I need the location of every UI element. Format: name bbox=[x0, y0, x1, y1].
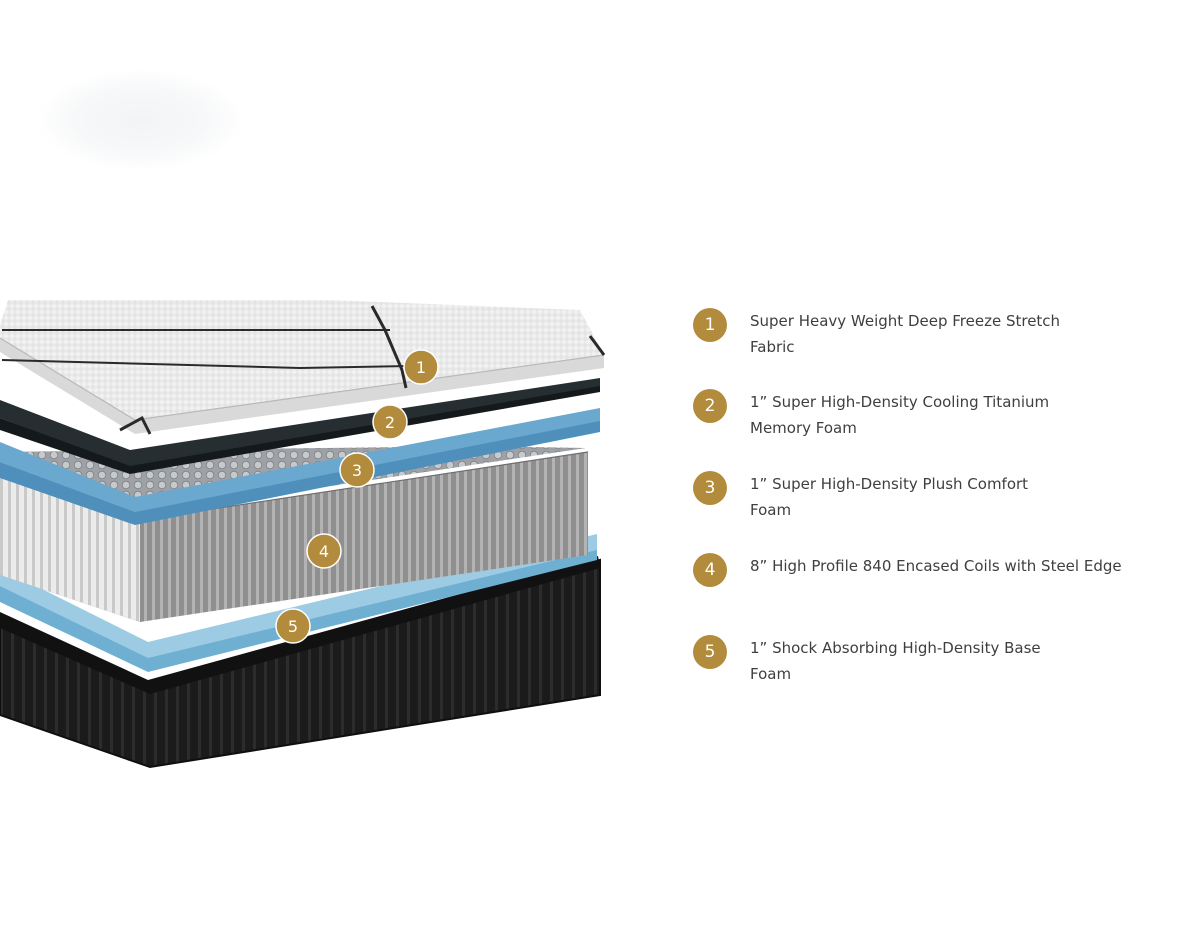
layer-1-cover-fabric bbox=[0, 300, 606, 435]
mattress-layers-illustration: 1 2 3 4 5 bbox=[0, 300, 606, 769]
base-case bbox=[0, 556, 601, 769]
pin-1: 1 bbox=[403, 349, 439, 385]
legend-label-1: Super Heavy Weight Deep Freeze Stretch F… bbox=[750, 312, 1061, 356]
legend-badge-5: 5 bbox=[693, 635, 727, 669]
legend-item-4: 4 8” High Profile 840 Encased Coils with… bbox=[693, 553, 1130, 587]
svg-text:5: 5 bbox=[288, 617, 298, 636]
legend-label-2: 1” Super High-Density Cooling Titanium M… bbox=[750, 393, 1050, 437]
legend-item-2: 2 1” Super High-Density Cooling Titanium… bbox=[693, 389, 1070, 441]
legend-item-1: 1 Super Heavy Weight Deep Freeze Stretch… bbox=[693, 308, 1070, 360]
pin-4: 4 bbox=[306, 533, 342, 569]
pin-5: 5 bbox=[275, 608, 311, 644]
legend-badge-2: 2 bbox=[693, 389, 727, 423]
legend-label-3: 1” Super High-Density Plush Comfort Foam bbox=[750, 475, 1029, 519]
layer-legend: 1 Super Heavy Weight Deep Freeze Stretch… bbox=[693, 0, 1173, 932]
legend-item-3: 3 1” Super High-Density Plush Comfort Fo… bbox=[693, 471, 1070, 523]
background-shadow bbox=[38, 70, 243, 170]
legend-badge-4: 4 bbox=[693, 553, 727, 587]
svg-text:3: 3 bbox=[352, 461, 362, 480]
legend-badge-1: 1 bbox=[693, 308, 727, 342]
pin-3: 3 bbox=[339, 452, 375, 488]
svg-text:2: 2 bbox=[385, 413, 395, 432]
svg-text:1: 1 bbox=[416, 358, 426, 377]
legend-item-5: 5 1” Shock Absorbing High-Density Base F… bbox=[693, 635, 1070, 687]
legend-label-4: 8” High Profile 840 Encased Coils with S… bbox=[750, 557, 1122, 575]
pin-2: 2 bbox=[372, 404, 408, 440]
legend-badge-3: 3 bbox=[693, 471, 727, 505]
legend-label-5: 1” Shock Absorbing High-Density Base Foa… bbox=[750, 639, 1041, 683]
svg-text:4: 4 bbox=[319, 542, 329, 561]
